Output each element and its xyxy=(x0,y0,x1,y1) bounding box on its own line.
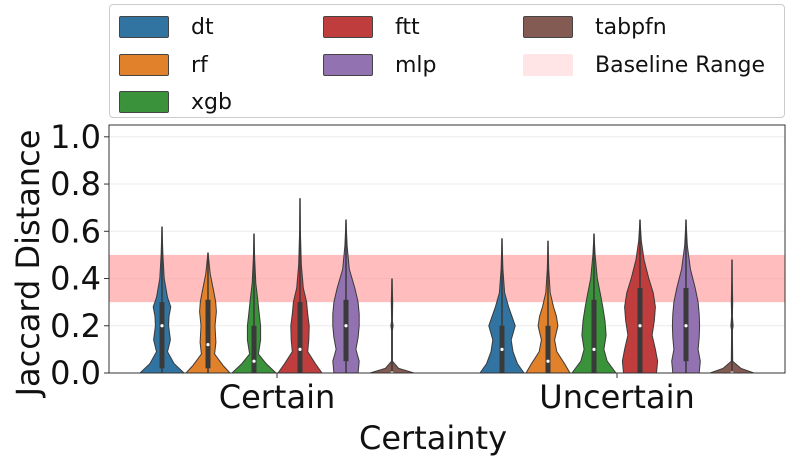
y-tick-label-2: 0.4 xyxy=(50,260,101,298)
legend-item-baseline-range: Baseline Range xyxy=(523,52,765,78)
y-tick-label-4: 0.8 xyxy=(50,165,101,203)
median-dot-rf-0 xyxy=(206,343,210,347)
iqr-box-ftt-0 xyxy=(297,302,303,373)
legend-swatch-mlp xyxy=(323,54,373,76)
legend: dt rf xgb ftt mlp tabpfn Baseline Range xyxy=(109,4,785,118)
iqr-box-rf-1 xyxy=(545,325,551,373)
legend-item-tabpfn: tabpfn xyxy=(523,14,667,40)
x-tick-label-0: Certain xyxy=(219,378,336,416)
legend-item-dt: dt xyxy=(119,14,214,40)
legend-label-ftt: ftt xyxy=(395,14,420,40)
legend-swatch-tabpfn xyxy=(523,16,573,38)
x-tick-label-1: Uncertain xyxy=(539,378,694,416)
iqr-box-xgb-0 xyxy=(251,325,257,373)
iqr-box-rf-0 xyxy=(205,299,211,369)
legend-label-tabpfn: tabpfn xyxy=(595,14,667,40)
median-dot-mlp-0 xyxy=(344,324,348,328)
iqr-box-dt-0 xyxy=(159,302,165,369)
legend-swatch-ftt xyxy=(323,16,373,38)
x-axis-label: Certainty xyxy=(359,419,507,457)
y-tick-label-1: 0.2 xyxy=(50,307,101,345)
iqr-box-xgb-1 xyxy=(591,299,597,373)
median-dot-ftt-0 xyxy=(298,347,302,351)
legend-swatch-rf xyxy=(119,54,169,76)
legend-label-mlp: mlp xyxy=(395,52,437,78)
y-tick-label-5: 1.0 xyxy=(50,118,101,156)
y-axis-label: Jaccard Distance xyxy=(9,130,47,399)
legend-label-rf: rf xyxy=(191,52,208,78)
y-tick-label-0: 0.0 xyxy=(50,354,101,392)
median-dot-rf-1 xyxy=(546,359,550,363)
baseline-range-band xyxy=(109,254,785,303)
legend-swatch-xgb xyxy=(119,91,169,113)
iqr-box-ftt-1 xyxy=(637,287,643,373)
legend-swatch-dt xyxy=(119,16,169,38)
median-dot-mlp-1 xyxy=(684,324,688,328)
median-dot-xgb-1 xyxy=(592,347,596,351)
legend-item-xgb: xgb xyxy=(119,89,232,115)
median-dot-xgb-0 xyxy=(252,359,256,363)
legend-label-xgb: xgb xyxy=(191,89,232,115)
median-dot-dt-1 xyxy=(500,347,504,351)
legend-item-ftt: ftt xyxy=(323,14,420,40)
median-dot-ftt-1 xyxy=(638,324,642,328)
legend-label-baseline-range: Baseline Range xyxy=(595,52,765,78)
iqr-box-mlp-0 xyxy=(343,299,349,362)
plot-frame xyxy=(108,124,786,374)
legend-item-mlp: mlp xyxy=(323,52,437,78)
legend-label-dt: dt xyxy=(191,14,214,40)
y-tick-label-3: 0.6 xyxy=(50,212,101,250)
legend-swatch-baseline-range xyxy=(523,54,573,76)
legend-item-rf: rf xyxy=(119,52,208,78)
median-dot-dt-0 xyxy=(160,324,164,328)
